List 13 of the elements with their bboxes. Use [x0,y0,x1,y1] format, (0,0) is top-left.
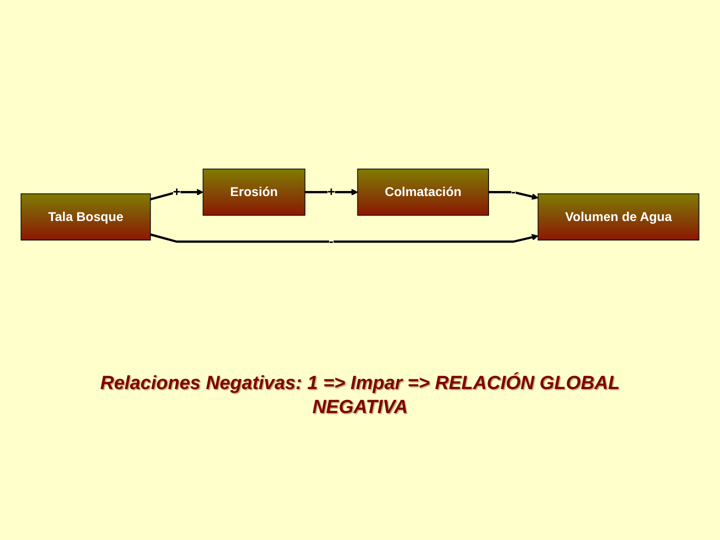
node-box: Colmatación [357,168,489,216]
node-box: Volumen de Agua [538,193,700,240]
edge-label: + [328,184,336,199]
arrow [304,188,358,196]
arrow [150,188,204,200]
arrow [150,233,538,243]
edge-label: - [329,234,334,248]
node-box: Tala Bosque [20,193,151,240]
node-box: Erosión [202,168,306,216]
edge-label: + [173,184,180,199]
arrow [488,190,538,200]
edge-label: - [511,184,516,199]
caption: Relaciones Negativas: 1 => Impar => RELACIÓN GLOBAL NEGATIVA [99,372,621,420]
